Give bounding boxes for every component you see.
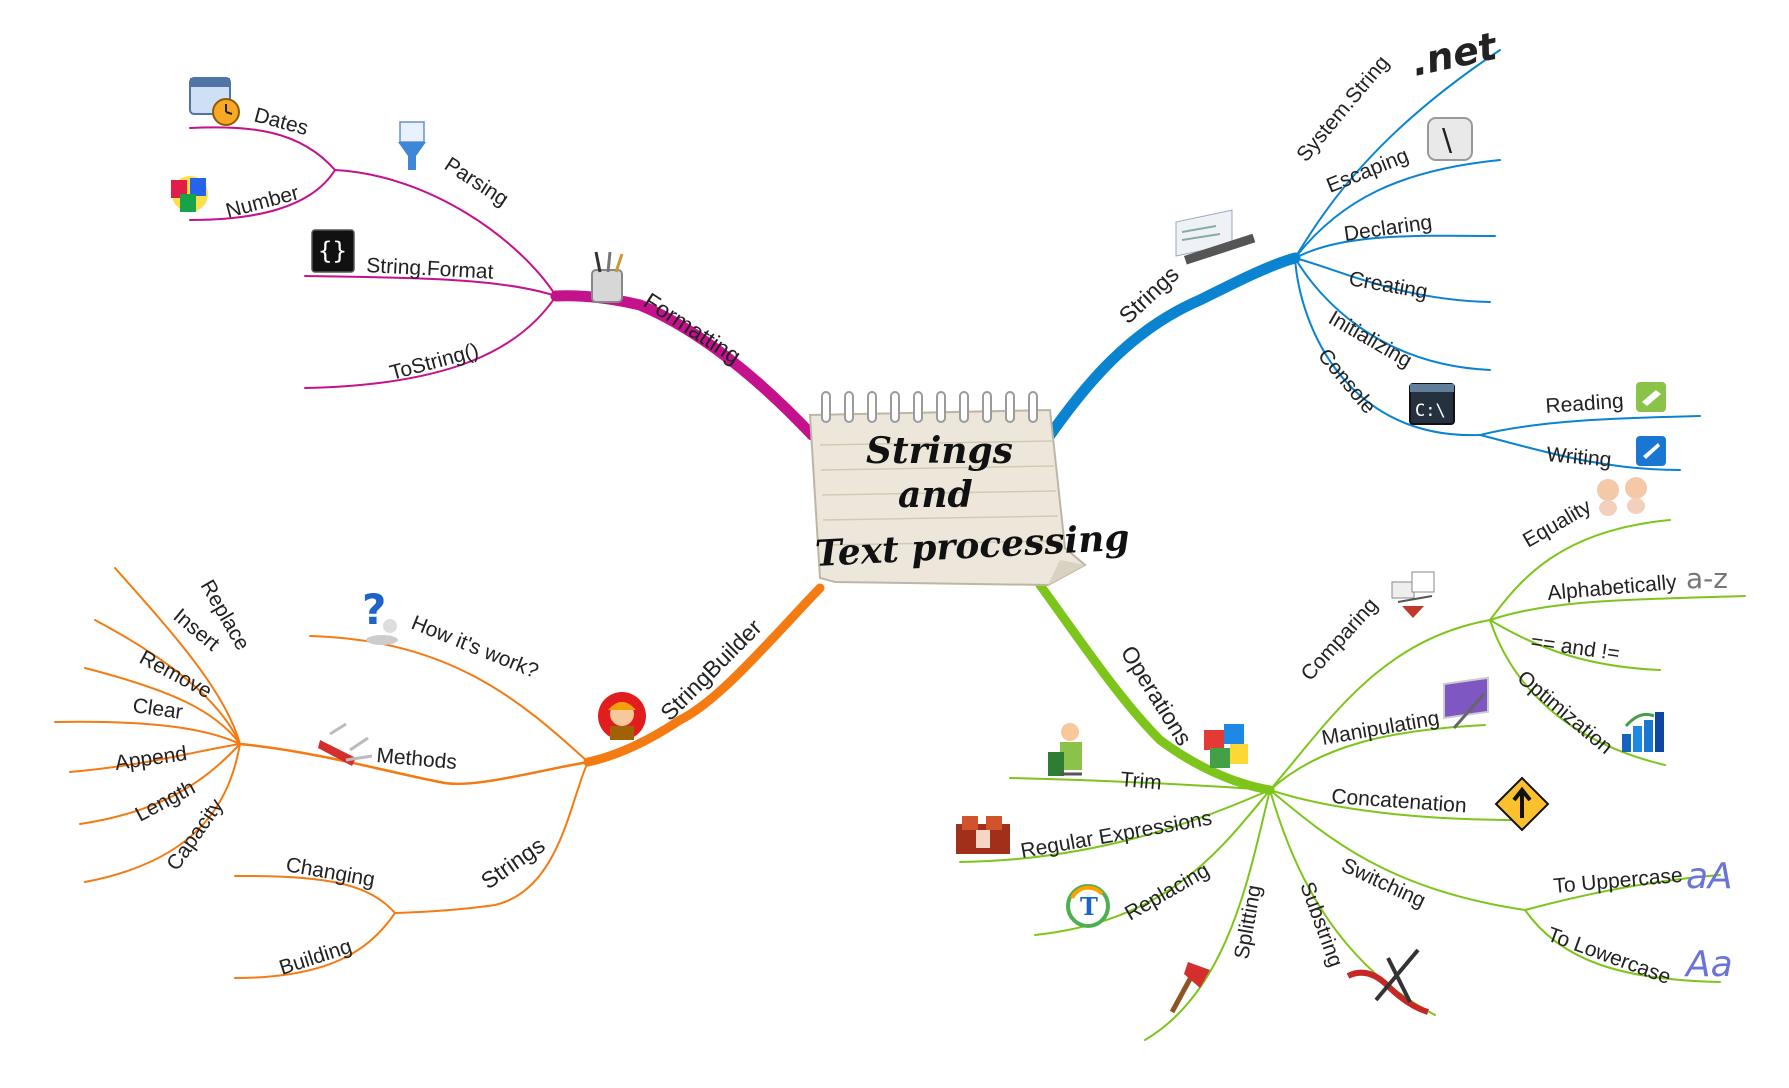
question-icon: ?	[362, 585, 398, 645]
strings-child-building: Building	[276, 935, 354, 980]
operations-child-regular-expressions: Regular Expressions	[1019, 807, 1214, 863]
bar-chart-icon	[1622, 712, 1664, 752]
strings-child-console: Console	[1313, 344, 1380, 418]
branch-formatting	[189, 126, 818, 441]
stringbuilder-child-how-it-works: How it's work?	[408, 611, 542, 683]
lowercase-icon: Aa	[1684, 944, 1733, 985]
backslash-key-icon: \	[1427, 117, 1473, 161]
operations-child-replacing: Replacing	[1121, 859, 1213, 926]
calendar-clock-icon	[189, 77, 240, 126]
curly-braces-icon: {}	[311, 229, 355, 273]
ribbon-scissors-icon	[1346, 948, 1429, 1015]
svg-text:C:\: C:\	[1415, 401, 1446, 421]
comparing-child-optimization: Optimization	[1513, 666, 1617, 759]
comparing-child-alphabetically: Alphabetically	[1546, 571, 1678, 605]
methods-child-append: Append	[113, 742, 188, 775]
spiral-binding	[821, 391, 1038, 423]
switching-child-lowercase: To Lowercase	[1544, 923, 1674, 989]
regex-blocks-icon	[956, 816, 1010, 854]
console-icon: C:\	[1409, 383, 1455, 425]
image-edit-icon	[1443, 676, 1489, 729]
strings-child-changing: Changing	[284, 853, 377, 891]
person-trim-icon	[1048, 723, 1082, 776]
alphabet-az-icon: a-z	[1686, 562, 1728, 595]
switching-child-uppercase: To Uppercase	[1552, 864, 1683, 898]
uppercase-icon: aA	[1686, 856, 1733, 897]
console-child-reading: Reading	[1545, 390, 1625, 418]
strings-child-declaring: Declaring	[1342, 211, 1433, 246]
operations-child-manipulating: Manipulating	[1320, 707, 1441, 750]
formatting-child-tostring: ToString()	[387, 339, 481, 385]
formatting-child-string-format: String.Format	[366, 254, 494, 284]
stringbuilder-child-strings: Strings	[476, 832, 550, 894]
central-title-line2: and	[898, 474, 973, 516]
methods-child-clear: Clear	[131, 694, 184, 724]
svg-text:{}: {}	[318, 237, 347, 265]
console-child-writing: Writing	[1546, 443, 1613, 472]
comparing-child-equality: Equality	[1519, 495, 1596, 553]
comparison-scale-icon	[1391, 571, 1435, 618]
methods-child-length: Length	[132, 776, 200, 826]
replace-icon: T	[1066, 884, 1110, 928]
branch-strings	[1042, 49, 1701, 471]
worker-icon	[598, 692, 646, 740]
parsing-child-number: Number	[223, 181, 301, 223]
central-topic: Strings and Text processing	[808, 391, 1131, 587]
babies-icon	[1597, 477, 1647, 516]
formatting-child-parsing: Parsing	[440, 153, 512, 211]
operations-child-splitting: Splitting	[1230, 883, 1266, 961]
reading-icon	[1636, 382, 1666, 412]
central-title-line1: Strings	[866, 430, 1013, 472]
strings-child-creating: Creating	[1347, 267, 1429, 303]
operations-child-trim: Trim	[1120, 768, 1163, 795]
branch-stringbuilder	[54, 567, 825, 979]
comparing-child-equals-notequals: == and !=	[1529, 630, 1621, 665]
numbers-icon	[171, 176, 208, 212]
branch-operations	[959, 519, 1746, 1041]
dotnet-logo-icon: .net	[1408, 24, 1503, 85]
writing-icon	[1636, 436, 1666, 466]
operations-child-substring: Substring	[1295, 879, 1347, 970]
funnel-icon	[398, 121, 426, 170]
puzzle-icon	[1204, 724, 1248, 768]
svg-text:T: T	[1080, 892, 1098, 921]
pencil-cup-icon	[591, 251, 624, 303]
axe-icon	[1169, 962, 1210, 1014]
operations-child-comparing: Comparing	[1297, 594, 1383, 686]
merge-sign-icon	[1494, 776, 1550, 832]
stringbuilder-branch-label: StringBuilder	[655, 614, 767, 726]
formatting-branch-label: Formatting	[639, 287, 745, 369]
strings-child-escaping: Escaping	[1323, 144, 1412, 198]
operations-child-concatenation: Concatenation	[1331, 785, 1468, 817]
swiss-knife-icon	[318, 722, 373, 766]
code-editor-icon	[1175, 209, 1256, 265]
svg-text:\: \	[1442, 123, 1453, 158]
svg-text:?: ?	[362, 585, 386, 634]
